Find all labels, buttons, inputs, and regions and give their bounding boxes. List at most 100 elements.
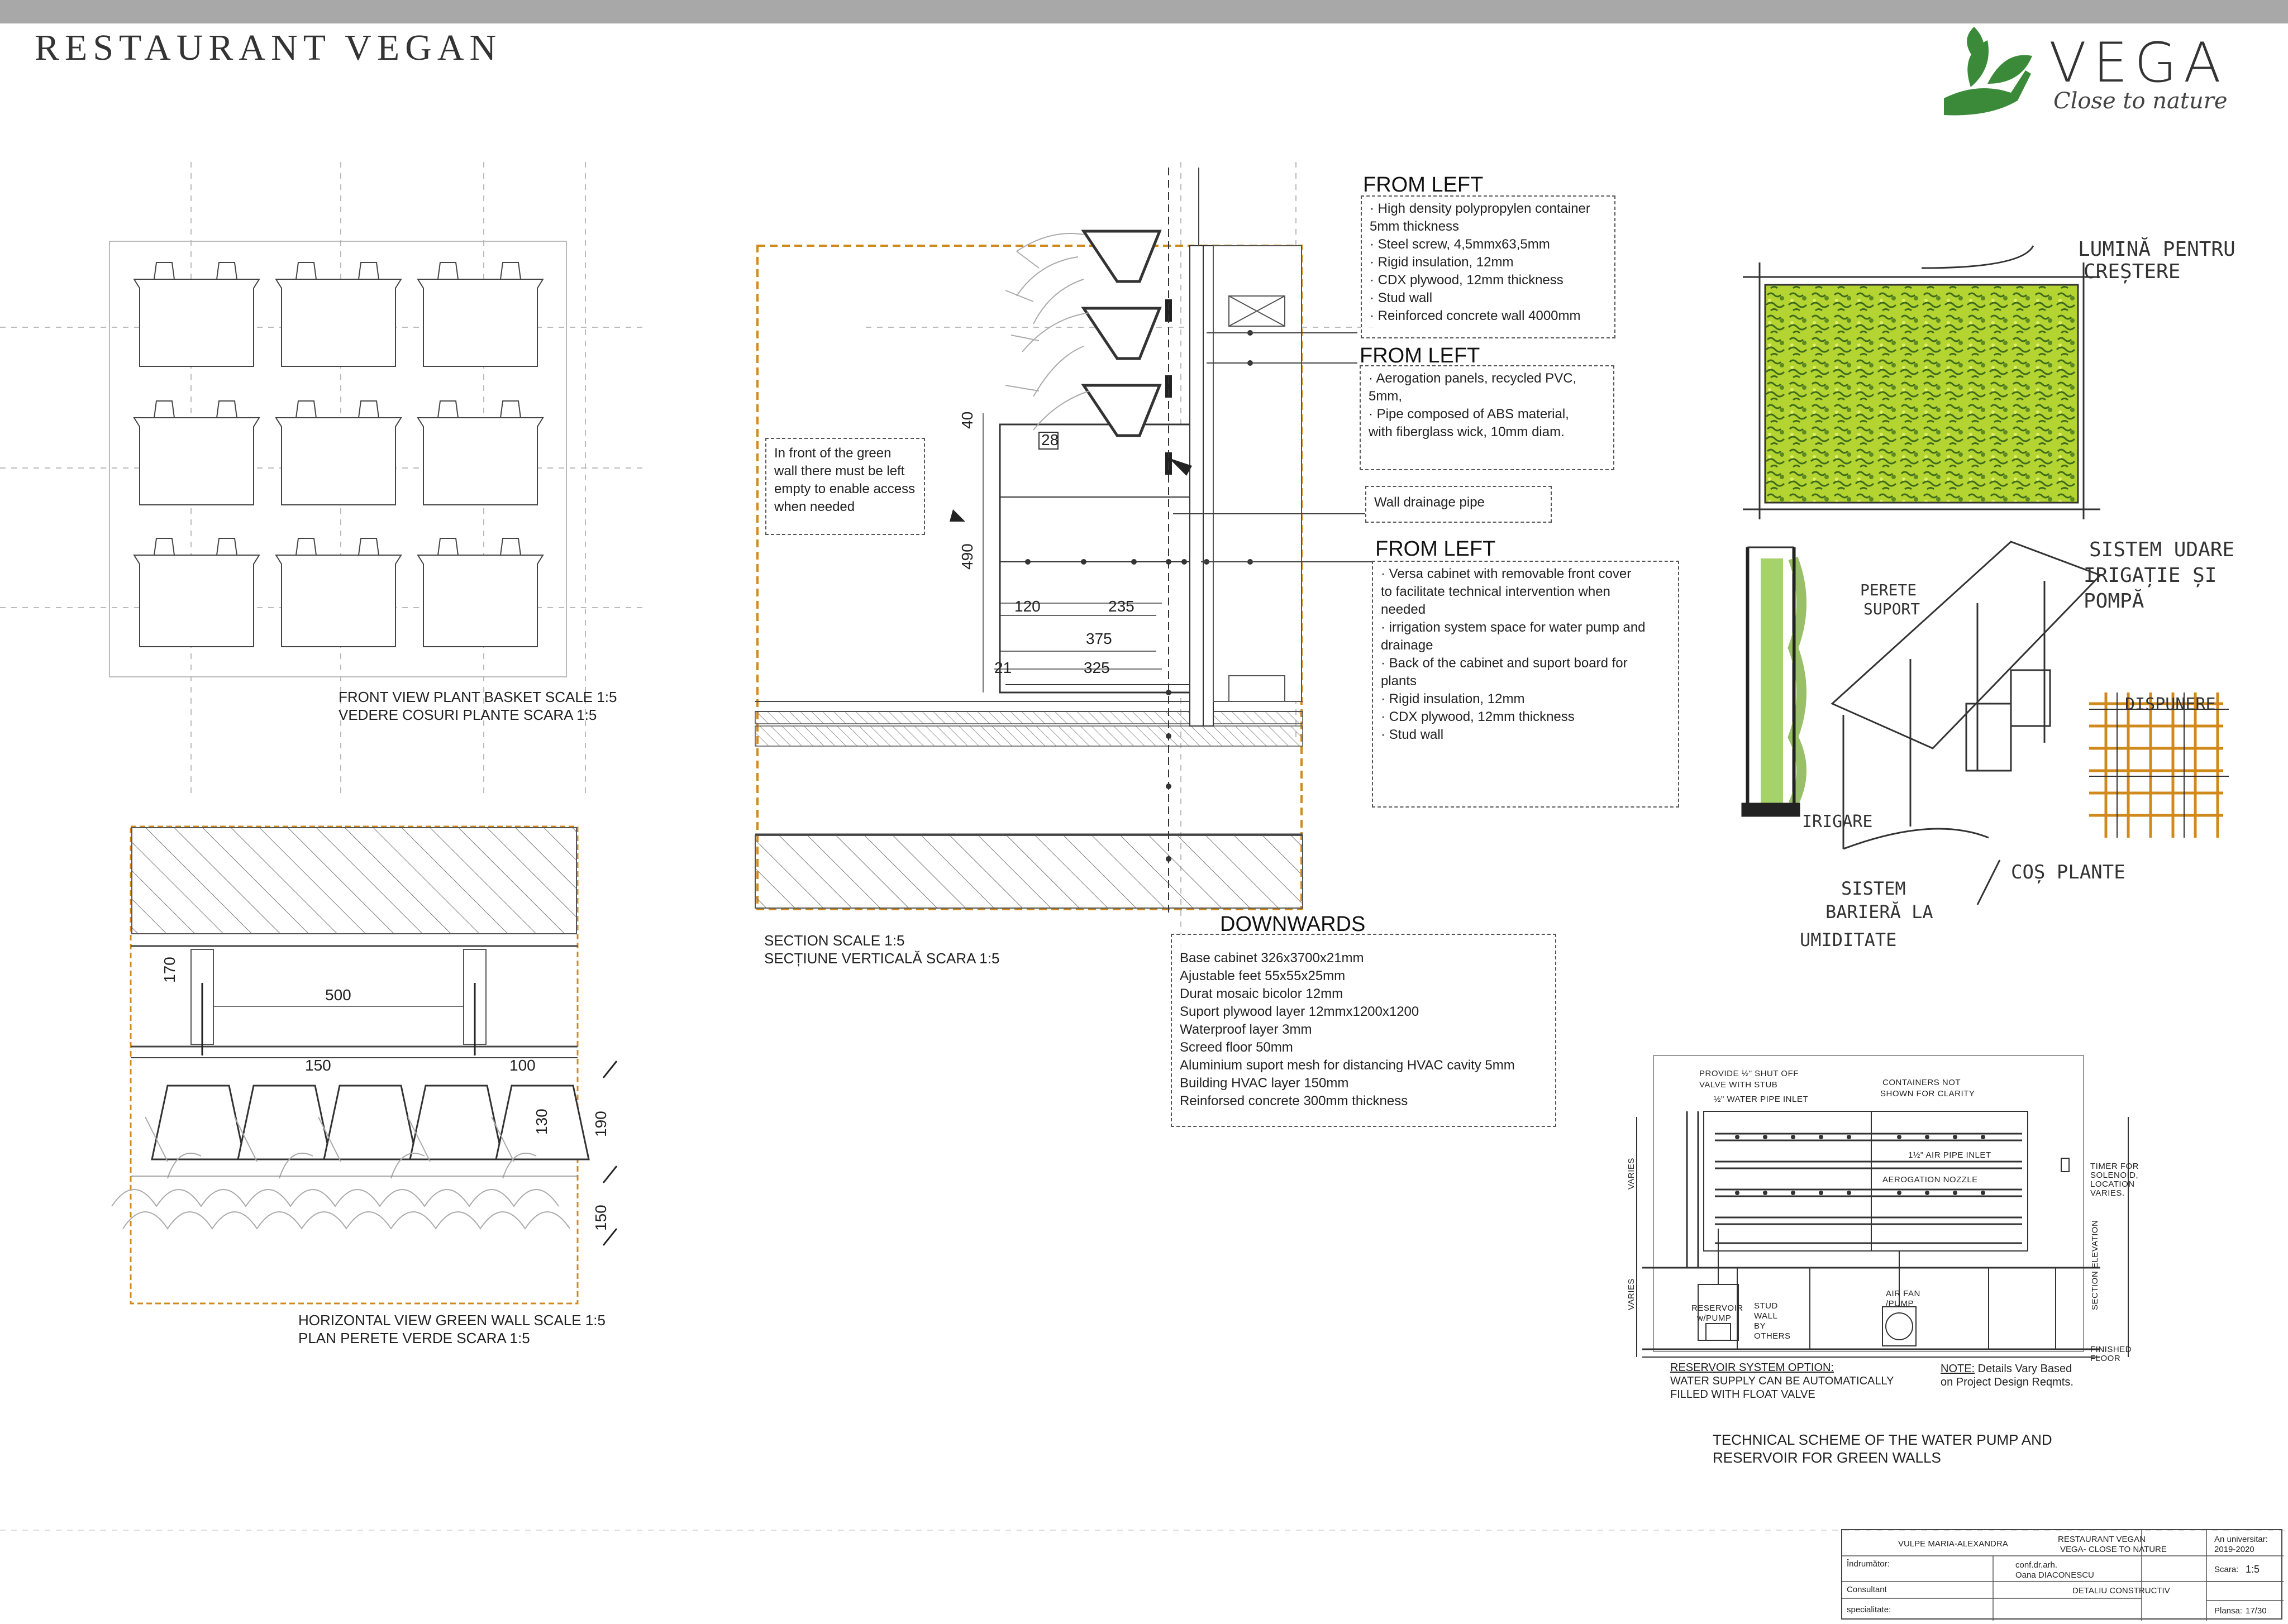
dim-190: 190 bbox=[592, 1111, 609, 1137]
sketch-area bbox=[1741, 245, 2229, 905]
access-note: In front of the green wall there must be… bbox=[765, 438, 925, 535]
legend-line: Ajustable feet 55x55x25mm bbox=[1180, 968, 1346, 983]
legend-line: · Reinforced concrete wall 4000mm bbox=[1370, 308, 1581, 323]
horizontal-view-plan bbox=[111, 825, 618, 1305]
tb-advisor-2: Oana DIACONESCU bbox=[2015, 1570, 2094, 1580]
ts-water-inlet: ½" WATER PIPE INLET bbox=[1714, 1095, 1809, 1104]
sketch-label-support-1: PERETE bbox=[1860, 581, 1917, 599]
ts-air-inlet: 1½" AIR PIPE INLET bbox=[1908, 1150, 1991, 1160]
tb-author: VULPE MARIA-ALEXANDRA bbox=[1898, 1539, 2008, 1549]
legend-line: Base cabinet 326x3700x21mm bbox=[1180, 950, 1364, 966]
ts-containers-1: CONTAINERS NOT bbox=[1882, 1078, 1961, 1087]
legend-line: 5mm, bbox=[1369, 389, 1402, 404]
front-view-caption-ro: VEDERE COSURI PLANTE SCARA 1:5 bbox=[339, 706, 597, 723]
ts-reservoir-2: w/PUMP bbox=[1697, 1313, 1732, 1323]
sketch-label-watering-1: SISTEM UDARE bbox=[2089, 538, 2235, 561]
sketch-label-light-1: LUMINĂ PENTRU bbox=[2078, 238, 2235, 261]
ts-shutoff-1: PROVIDE ½" SHUT OFF bbox=[1699, 1069, 1799, 1078]
ts-reservoir-option-1: WATER SUPPLY CAN BE AUTOMATICALLY bbox=[1670, 1375, 1894, 1387]
legend-line: · CDX plywood, 12mm thickness bbox=[1370, 273, 1564, 288]
sketch-label-support-2: SUPORT bbox=[1863, 600, 1920, 618]
sketch-label-watering-3: POMPĂ bbox=[2084, 590, 2144, 613]
dim-170: 170 bbox=[161, 957, 178, 983]
ts-shutoff-2: VALVE WITH STUB bbox=[1699, 1080, 1778, 1090]
from-left-heading-1: FROM LEFT bbox=[1363, 173, 1484, 197]
sketch-label-watering-2: IRIGAȚIE ȘI bbox=[2084, 564, 2217, 587]
ts-reservoir-option-2: FILLED WITH FLOAT VALVE bbox=[1670, 1388, 1815, 1401]
legend-line: · Rigid insulation, 12mm bbox=[1370, 255, 1514, 270]
ts-timer-2: SOLENOID, bbox=[2090, 1171, 2139, 1180]
ts-note-text-2: on Project Design Reqmts. bbox=[1941, 1376, 2074, 1388]
downwards-heading: DOWNWARDS bbox=[1220, 913, 1366, 936]
from-left-heading-3: FROM LEFT bbox=[1375, 537, 1496, 561]
dim-150-a: 150 bbox=[305, 1057, 331, 1074]
from-left-legend-2: · Aerogation panels, recycled PVC, 5mm, … bbox=[1360, 365, 1614, 470]
tb-advisor-1: conf.dr.arh. bbox=[2015, 1560, 2058, 1570]
tb-advisor-label: Îndrumător: bbox=[1847, 1559, 1890, 1569]
tech-scheme-dots bbox=[1735, 1135, 1985, 1195]
legend-line: drainage bbox=[1381, 638, 1433, 653]
sketch-label-barrier-1: SISTEM bbox=[1841, 878, 1906, 899]
legend-line: Screed floor 50mm bbox=[1180, 1040, 1293, 1055]
sketch-label-layout: DISPUNERE bbox=[2125, 695, 2216, 714]
title-block: VULPE MARIA-ALEXANDRA RESTAURANT VEGAN V… bbox=[1841, 1529, 2284, 1621]
legend-line: with fiberglass wick, 10mm diam. bbox=[1369, 424, 1565, 440]
dim-150-b: 150 bbox=[592, 1205, 609, 1231]
ts-timer-1: TIMER FOR bbox=[2090, 1162, 2139, 1171]
dim-28: 28 bbox=[1041, 431, 1059, 448]
ts-stud-2: WALL bbox=[1754, 1311, 1778, 1321]
ts-stud-4: OTHERS bbox=[1754, 1331, 1791, 1341]
vertical-section bbox=[755, 168, 1374, 916]
from-left-legend-3: · Versa cabinet with removable front cov… bbox=[1372, 561, 1679, 808]
ts-timer-3: LOCATION bbox=[2090, 1179, 2135, 1189]
tb-sheet-label: Plansa: bbox=[2214, 1606, 2243, 1616]
legend-line: · High density polypropylen container bbox=[1370, 201, 1590, 216]
dim-40: 40 bbox=[959, 411, 976, 429]
legend-line: · Versa cabinet with removable front cov… bbox=[1381, 566, 1632, 581]
ts-reservoir-option: RESERVOIR SYSTEM OPTION: bbox=[1670, 1362, 1834, 1374]
from-left-heading-2: FROM LEFT bbox=[1360, 344, 1480, 367]
dim-120: 120 bbox=[1014, 598, 1041, 615]
legend-line: plants bbox=[1381, 674, 1417, 689]
tech-scheme bbox=[1636, 1055, 2129, 1358]
ts-floor-2: FLOOR bbox=[2090, 1354, 2121, 1363]
tb-scale: 1:5 bbox=[2246, 1564, 2260, 1575]
ts-stud-1: STUD bbox=[1754, 1301, 1778, 1311]
horizontal-view-caption-ro: PLAN PERETE VERDE SCARA 1:5 bbox=[298, 1330, 530, 1346]
legend-line: Durat mosaic bicolor 12mm bbox=[1180, 986, 1343, 1001]
access-note-line: empty to enable access bbox=[774, 481, 916, 496]
ts-floor-1: FINISHED bbox=[2090, 1345, 2132, 1354]
sketch-label-light-2: CREȘTERE bbox=[2084, 260, 2181, 283]
ts-stud-3: BY bbox=[1754, 1321, 1766, 1331]
tb-project-1: RESTAURANT VEGAN bbox=[2058, 1535, 2146, 1544]
tb-year: 2019-2020 bbox=[2214, 1545, 2254, 1554]
legend-line: · irrigation system space for water pump… bbox=[1381, 620, 1646, 635]
downwards-legend: Base cabinet 326x3700x21mm Ajustable fee… bbox=[1171, 934, 1556, 1127]
tb-year-label: An universitar: bbox=[2214, 1535, 2268, 1544]
tech-scheme-caption-1: TECHNICAL SCHEME OF THE WATER PUMP AND bbox=[1713, 1431, 2052, 1448]
tb-scale-label: Scara: bbox=[2214, 1565, 2239, 1574]
title-block-grid bbox=[1842, 1530, 2284, 1621]
dim-500: 500 bbox=[325, 986, 351, 1004]
legend-line: 5mm thickness bbox=[1370, 219, 1460, 234]
sketch-label-irrigation: IRIGARE bbox=[1802, 812, 1873, 832]
legend-line: · Rigid insulation, 12mm bbox=[1381, 691, 1525, 706]
ts-fan-2: /PUMP bbox=[1886, 1299, 1914, 1308]
ts-note: NOTE: Details Vary Based bbox=[1941, 1363, 2072, 1375]
ts-varies-2: VARIES bbox=[1627, 1278, 1636, 1310]
tb-sheet-name: DETALIU CONSTRUCTIV bbox=[2072, 1586, 2170, 1596]
legend-line: · Pipe composed of ABS material, bbox=[1369, 407, 1569, 422]
dim-21: 21 bbox=[994, 659, 1012, 676]
section-caption-en: SECTION SCALE 1:5 bbox=[764, 932, 905, 949]
dim-325: 325 bbox=[1084, 659, 1110, 676]
legend-line: · Steel screw, 4,5mmx63,5mm bbox=[1370, 237, 1550, 252]
front-view-baskets bbox=[109, 241, 567, 677]
tech-scheme-caption-2: RESERVOIR FOR GREEN WALLS bbox=[1713, 1449, 1941, 1466]
legend-line: · Stud wall bbox=[1370, 290, 1433, 305]
legend-line: Waterproof layer 3mm bbox=[1180, 1022, 1312, 1037]
legend-line: · CDX plywood, 12mm thickness bbox=[1381, 709, 1575, 724]
dim-130: 130 bbox=[533, 1109, 550, 1135]
sheet-title: RESTAURANT VEGAN bbox=[35, 27, 502, 68]
ts-varies-1: VARIES bbox=[1627, 1158, 1636, 1190]
